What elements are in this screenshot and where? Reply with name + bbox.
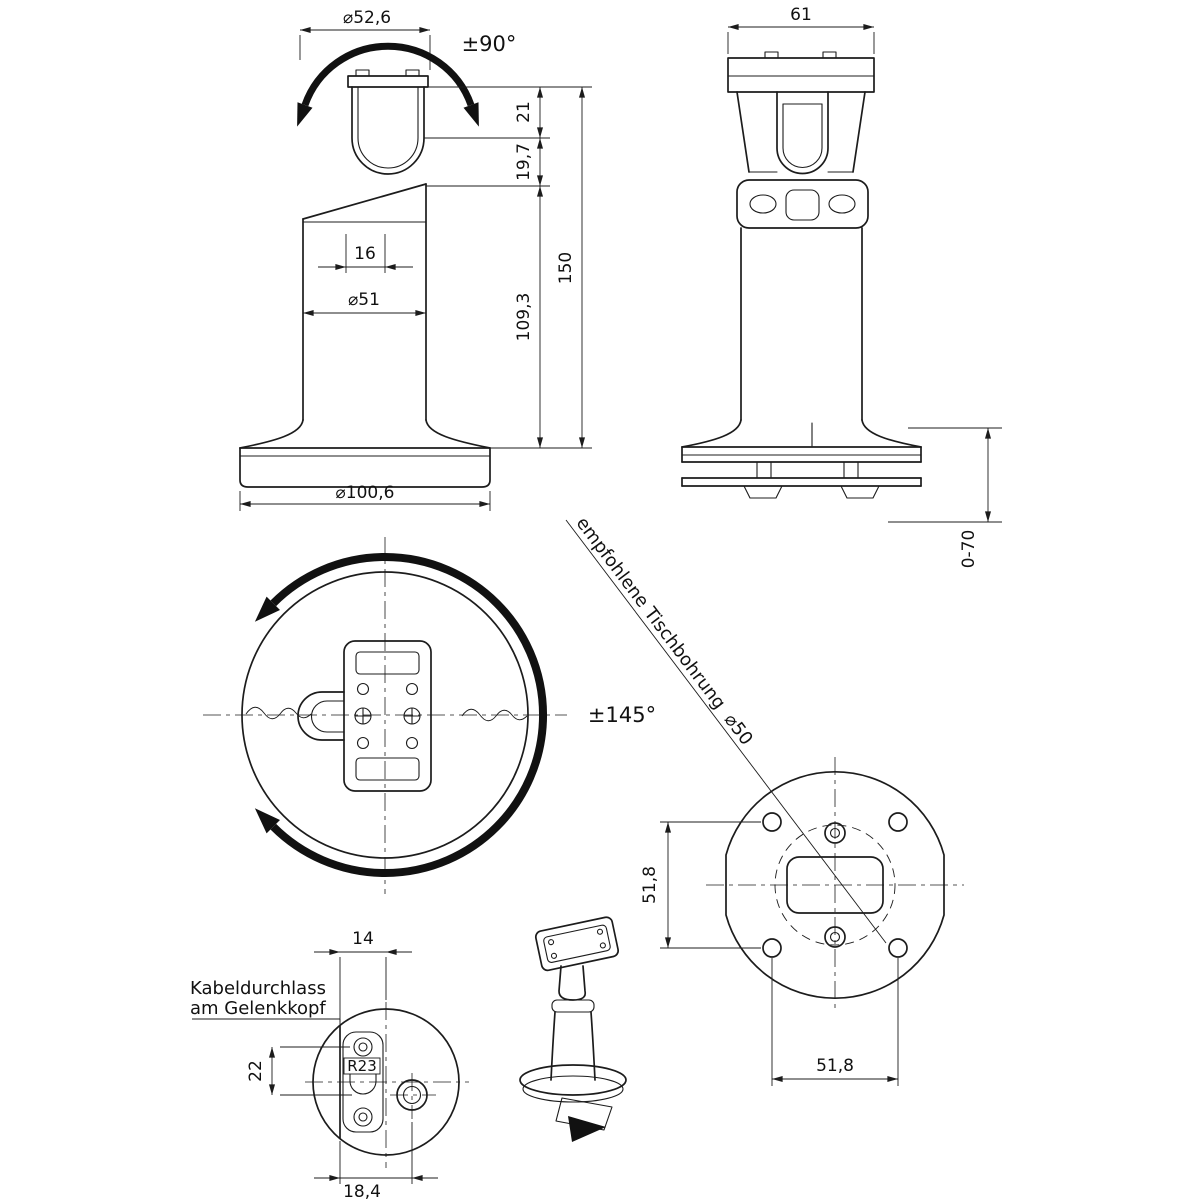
cable-clamp-plate — [342, 1031, 384, 1133]
iso-column — [550, 1011, 556, 1081]
front-view: ⌀52,6 ±90° 16 ⌀51 ⌀100,6 — [239, 8, 592, 511]
mount-hole — [888, 938, 908, 958]
cable-channel — [349, 1080, 377, 1095]
iso-joint-cup — [558, 965, 587, 1001]
clamp-foot-left — [743, 485, 783, 499]
dim-head-diameter: ⌀52,6 — [299, 8, 431, 70]
dim-column-diameter: ⌀51 — [303, 290, 426, 317]
front-head — [302, 69, 429, 223]
tilt-arc — [301, 42, 475, 107]
leader-line — [565, 519, 887, 944]
side-view: 61 — [681, 5, 1002, 569]
tilt-range-label: ±90° — [462, 32, 517, 56]
ball-cup — [351, 86, 425, 175]
tilt-arrow: ±90° — [297, 32, 516, 127]
iso-view — [519, 916, 627, 1142]
side-head — [727, 51, 875, 175]
top-view: ±145° — [203, 537, 656, 894]
iso-base — [519, 1064, 627, 1096]
cable-label-line1: Kabeldurchlass — [190, 978, 326, 999]
side-joint — [736, 179, 869, 229]
plate-hole — [356, 736, 370, 750]
side-column — [740, 227, 863, 421]
break-line-right — [461, 708, 528, 722]
table-bore-circle — [774, 824, 896, 946]
plate-hole — [405, 736, 419, 750]
top-plate — [297, 640, 432, 792]
radius-label-frame — [343, 1057, 381, 1075]
dim-hole-offset-label: 18,4 — [343, 1182, 381, 1200]
dim-base-diameter: ⌀100,6 — [239, 483, 491, 511]
dim-total-height-label: 150 — [556, 252, 576, 284]
plate-hole — [405, 682, 419, 696]
mount-hole — [762, 938, 782, 958]
side-ball-cup — [776, 91, 829, 175]
dim-joint-height-label: 19,7 — [514, 143, 534, 181]
dim-clamp-range: 0-70 — [888, 427, 1002, 569]
mount-hole — [762, 812, 782, 832]
bottom-view: empfohlene Tischbohrung ⌀50 51,8 51,8 — [565, 513, 964, 1086]
base-outline-bottom — [725, 770, 945, 1000]
mount-hole — [888, 812, 908, 832]
dim-column-height-label: 109,3 — [514, 293, 534, 342]
detail-view: Kabeldurchlass am Gelenkkopf R23 14 — [190, 929, 469, 1200]
plate-hole — [356, 682, 370, 696]
swivel-arrowhead-top — [254, 596, 280, 622]
dim-head-width-label: 61 — [790, 5, 812, 25]
side-clamp — [681, 461, 922, 499]
swivel-arc — [270, 553, 548, 877]
tilt-arrowhead-right — [463, 102, 479, 127]
cable-label-line2: am Gelenkkopf — [190, 998, 326, 1019]
radius-label: R23 — [347, 1057, 377, 1075]
dim-head-height-label: 21 — [514, 101, 534, 123]
dim-screw-to-hole: 22 — [246, 1046, 352, 1096]
joint-head-outline — [312, 1008, 460, 1156]
tilt-arrowhead-left — [297, 102, 313, 127]
clamp-screw-bottom — [353, 1107, 373, 1127]
screw-top — [824, 822, 846, 844]
clamp-screw-top — [353, 1037, 373, 1057]
dim-slot-width: 16 — [318, 234, 413, 273]
swivel-range-label: ±145° — [588, 703, 656, 727]
dim-flat-to-center-label: 14 — [352, 929, 374, 949]
clamp-foot-right — [840, 485, 880, 499]
dim-column-diameter-label: ⌀51 — [348, 290, 380, 310]
side-base — [681, 419, 922, 463]
dim-flat-to-center: 14 — [314, 929, 412, 1022]
break-line-left — [245, 706, 312, 720]
dim-slot-width-label: 16 — [354, 244, 376, 264]
dim-hole-offset: 18,4 — [314, 1122, 438, 1200]
iso-head-plate — [534, 916, 620, 972]
front-base — [239, 419, 491, 488]
dim-screw-to-hole-label: 22 — [246, 1060, 266, 1082]
iso-joint-block — [551, 999, 595, 1013]
dim-hole-spacing-vertical-label: 51,8 — [640, 866, 660, 904]
dim-hole-spacing-horizontal-label: 51,8 — [816, 1056, 854, 1076]
base-center-pocket — [786, 856, 884, 914]
dim-clamp-range-label: 0-70 — [959, 530, 979, 569]
front-column — [302, 183, 427, 421]
dim-base-diameter-label: ⌀100,6 — [336, 483, 395, 503]
base-outline-top — [241, 571, 529, 859]
dim-chain-heights: 21 19,7 109,3 150 — [424, 86, 592, 449]
dim-hole-spacing-vertical: 51,8 — [640, 821, 761, 949]
iso-clamp-arm — [555, 1097, 613, 1131]
iso-clamp-lever — [568, 1116, 606, 1142]
dim-head-diameter-label: ⌀52,6 — [343, 8, 391, 28]
swivel-arrowhead-bottom — [254, 808, 280, 834]
cable-bracket — [297, 691, 345, 741]
dim-hole-spacing-horizontal: 51,8 — [771, 958, 899, 1086]
screw-bottom — [824, 926, 846, 948]
dim-head-width: 61 — [727, 5, 875, 54]
